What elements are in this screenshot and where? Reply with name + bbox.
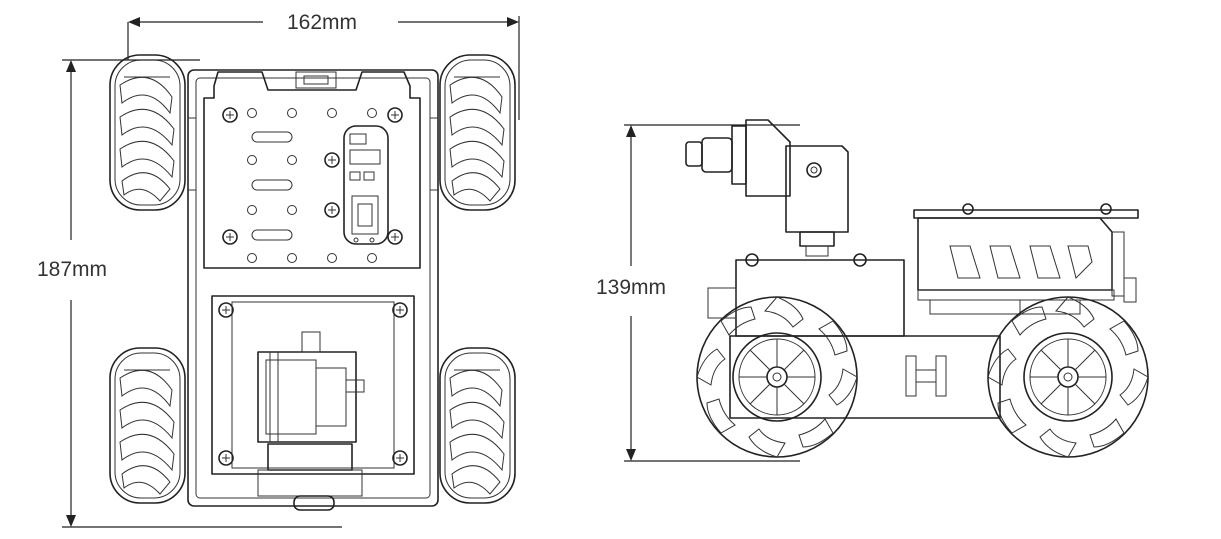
side-connector [905, 355, 947, 397]
side-view [685, 119, 1149, 458]
wheel-rear-side [987, 296, 1149, 458]
pan-tilt-bracket [785, 145, 849, 257]
wheel-rear-left [109, 347, 186, 504]
servo-assembly [257, 331, 365, 511]
plate-slots [251, 131, 293, 241]
wheel-front-side [696, 296, 858, 458]
lower-plate [211, 295, 415, 475]
rear-top-plate [913, 203, 1139, 315]
camera [685, 119, 791, 197]
top-plate [203, 71, 421, 269]
wheel-front-left [109, 54, 186, 211]
height-dimension: 139mm [596, 124, 800, 462]
side-chassis [729, 335, 1001, 419]
wheel-rear-right [439, 347, 516, 504]
plate-screws [222, 107, 403, 245]
top-view [109, 54, 516, 511]
control-board [343, 125, 389, 245]
wheel-front-right [439, 54, 516, 211]
height-label: 139mm [596, 276, 666, 299]
length-label: 187mm [37, 258, 107, 281]
length-dimension: 187mm [37, 59, 342, 528]
width-dimension: 162mm [127, 11, 520, 120]
chassis-frame [187, 69, 439, 507]
usb-port [295, 71, 337, 89]
width-label: 162mm [287, 11, 357, 34]
